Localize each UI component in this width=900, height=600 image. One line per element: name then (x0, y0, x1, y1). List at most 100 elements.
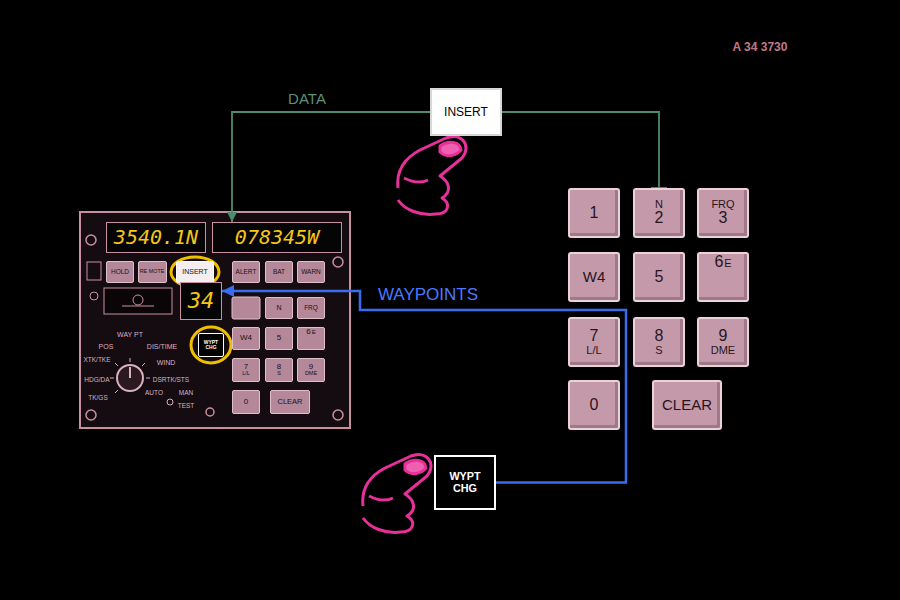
keypad-key: 1 (568, 188, 620, 238)
keypad-key: 0 (568, 380, 620, 430)
selector-position-label: DSRTK/STS (153, 377, 189, 384)
small-switch (87, 262, 101, 280)
panel-key: FRQ (297, 297, 325, 319)
key-text: 7 (590, 328, 599, 345)
keypad-key: W4 (568, 252, 620, 302)
key-text: FRQ (304, 305, 318, 312)
selector-position-label: TEST (178, 403, 195, 410)
key-text: RE MOTE (140, 269, 165, 275)
key-text: 8 (277, 363, 281, 371)
keypad-key: CLEAR (652, 380, 722, 430)
indicator (104, 288, 172, 314)
connector (502, 112, 659, 188)
panel-key: HOLD (106, 261, 134, 283)
control-panel (80, 212, 350, 428)
selector-position-label: WIND (157, 359, 176, 366)
key-text: L/L (242, 371, 250, 377)
pointing-hand (398, 137, 466, 215)
key-text: 3540.1N (114, 227, 198, 248)
key-text: 9 (719, 328, 728, 345)
lamp (90, 292, 98, 300)
key-text: S (655, 345, 662, 357)
selector-position-label: HDG/DA (84, 377, 109, 384)
selector-position-label: AUTO (145, 390, 163, 397)
panel-key: 6E (297, 327, 325, 350)
key-text: 3 (719, 210, 728, 227)
keypad-key: 9DME (697, 317, 749, 367)
key-text: E (724, 258, 731, 270)
figure-number: A 34 3730 (733, 41, 788, 53)
connector-label: DATA (285, 91, 329, 108)
panel-key: RE MOTE (138, 261, 167, 283)
panel-key: CLEAR (270, 390, 310, 414)
selector-position-label: XTK/TKE (83, 357, 110, 364)
keypad-key: 6E (697, 252, 749, 302)
waypoint-display: 34 (180, 282, 222, 320)
panel-insert-key: INSERT (176, 261, 214, 283)
key-text: W4 (583, 269, 606, 285)
key-text: E (312, 329, 316, 335)
key-text: 5 (655, 269, 664, 286)
key-text: DME (305, 371, 317, 377)
selector-position-label: DIS/TIME (147, 343, 177, 350)
connector (232, 112, 430, 222)
key-text: 7 (244, 363, 248, 371)
panel-key: BAT (265, 261, 293, 283)
panel-wypt-chg-key: WYPT CHG (198, 333, 224, 357)
keypad-key: 8S (633, 317, 685, 367)
key-text: INSERT (444, 106, 488, 119)
panel-key: N (265, 297, 293, 319)
key-text: ALERT (236, 269, 257, 276)
wypt-chg-button: WYPT CHG (434, 455, 496, 510)
key-text: DME (711, 345, 735, 357)
selector-position-label: POS (99, 343, 114, 350)
key-text: WYPT CHG (199, 340, 223, 350)
key-text: 0 (244, 398, 248, 406)
latitude-display: 3540.1N (106, 222, 206, 253)
key-text: 34 (188, 289, 215, 312)
keypad-key: N2 (633, 188, 685, 238)
key-text: 2 (655, 210, 664, 227)
keypad-key: 5 (633, 252, 685, 302)
panel-key: 5 (265, 327, 293, 350)
key-text: 5 (277, 334, 281, 342)
panel-key: ALERT (232, 261, 260, 283)
panel-key: 0 (232, 390, 260, 414)
key-text: S (277, 371, 281, 377)
key-text: CLEAR (277, 398, 302, 406)
panel-key: 9DME (297, 358, 325, 382)
connector (222, 291, 626, 483)
key-text: 078345W (235, 227, 319, 248)
selector-position-label: TK/GS (88, 395, 108, 402)
key-text: CLEAR (662, 397, 712, 413)
longitude-display: 078345W (212, 222, 342, 253)
panel-key: 8S (265, 358, 293, 382)
key-text: 0 (590, 397, 599, 414)
pointing-hand (363, 455, 431, 533)
key-text: L/L (586, 345, 601, 357)
key-text: WARN (301, 269, 321, 276)
keypad-key: FRQ3 (697, 188, 749, 238)
panel-screws (86, 235, 343, 420)
insert-button: INSERT (430, 88, 502, 136)
keypad-key: 7L/L (568, 317, 620, 367)
panel-key: 7L/L (232, 358, 260, 382)
highlight-ring (191, 327, 231, 363)
connector-label: WAYPOINTS (375, 286, 481, 305)
key-text: FRQ (711, 199, 734, 211)
key-text: 6 (714, 254, 723, 271)
key-text: 1 (590, 205, 599, 222)
panel-key: WARN (297, 261, 325, 283)
key-text: 8 (655, 328, 664, 345)
selector-position-label: MAN (179, 390, 193, 397)
key-text: WYPT CHG (436, 471, 494, 494)
key-text: 6 (306, 328, 310, 336)
key-text: N (655, 199, 663, 211)
selector-position-label: WAY PT (117, 331, 143, 338)
key-text: N (276, 304, 281, 311)
panel-key: W4 (232, 327, 260, 350)
key-text: 9 (309, 363, 313, 371)
key-text: INSERT (182, 268, 208, 275)
blank-key (232, 297, 260, 319)
key-text: W4 (240, 334, 252, 342)
